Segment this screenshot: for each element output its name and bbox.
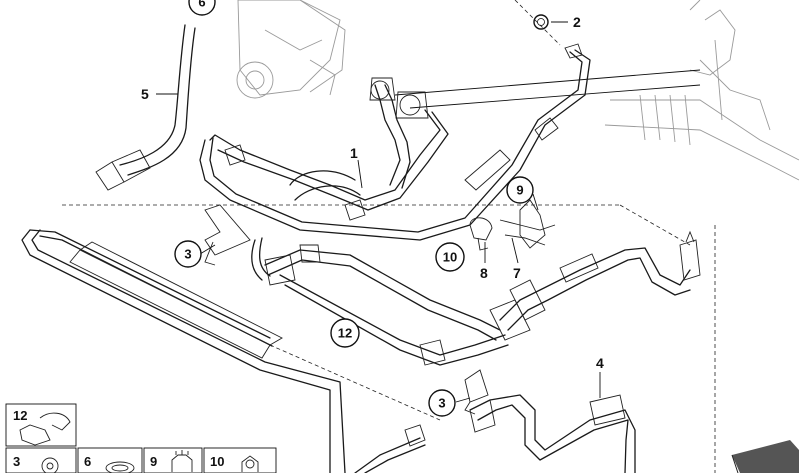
rack-connection-rays: [394, 69, 701, 109]
svg-text:3: 3: [438, 396, 445, 411]
inset-6: 6: [77, 447, 143, 473]
svg-text:3: 3: [13, 454, 20, 469]
callout-2: 2: [573, 14, 581, 30]
pressure-hose-bundle-1: [199, 43, 591, 241]
clamp-9-7: [499, 199, 556, 249]
bracket-3-upper: [204, 204, 251, 266]
steering-rack-ghost: [604, 0, 799, 181]
svg-text:10: 10: [443, 250, 457, 265]
suction-hose-5: [95, 24, 196, 191]
svg-text:10: 10: [210, 454, 224, 469]
inset-3: 3: [5, 447, 77, 473]
o-ring-2: [533, 14, 549, 30]
svg-text:6: 6: [84, 454, 91, 469]
callout-4: 4: [596, 355, 604, 371]
inset-12: 12: [5, 403, 77, 447]
callout-6: 6: [188, 0, 216, 16]
svg-text:9: 9: [150, 454, 157, 469]
callout-3-lower: 3: [428, 389, 456, 417]
assembly-boundary-lines: [62, 0, 716, 473]
view-arrow-icon: [731, 440, 799, 473]
svg-text:3: 3: [184, 247, 191, 262]
callout-7: 7: [513, 265, 521, 281]
return-hose-4: [469, 394, 636, 473]
callout-8: 8: [480, 265, 488, 281]
leader-lines: [156, 21, 601, 403]
pump-fittings: [369, 77, 429, 119]
inset-9: 9: [143, 447, 203, 473]
callout-1: 1: [350, 145, 358, 161]
callout-10: 10: [435, 242, 465, 272]
svg-text:12: 12: [13, 408, 27, 423]
callout-9: 9: [506, 176, 534, 204]
callout-5: 5: [141, 86, 149, 102]
rack-feed-line: [489, 230, 701, 341]
svg-text:9: 9: [516, 183, 523, 198]
svg-text:12: 12: [338, 326, 352, 341]
inset-10: 10: [203, 447, 277, 473]
lower-line-assembly: [251, 237, 509, 366]
svg-text:6: 6: [198, 0, 205, 10]
oil-cooler-loop: [21, 229, 426, 473]
clip-8: [469, 217, 493, 251]
power-steering-pump-ghost: [236, 0, 346, 99]
bracket-3-lower: [464, 369, 489, 415]
callout-12: 12: [330, 318, 360, 348]
callout-3-upper: 3: [174, 240, 202, 268]
